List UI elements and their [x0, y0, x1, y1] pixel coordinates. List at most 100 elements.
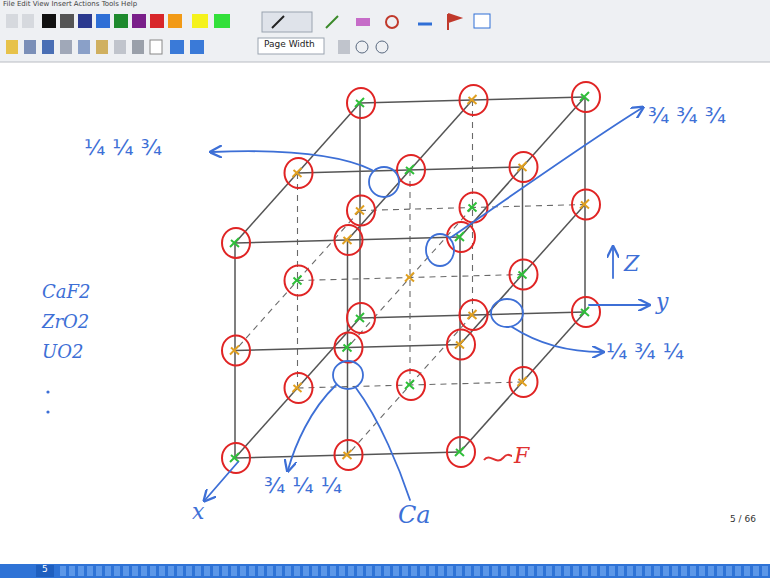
page-tick — [141, 566, 147, 576]
page-tick — [744, 566, 750, 576]
page-tick — [375, 566, 381, 576]
page-tick — [213, 566, 219, 576]
atom-label: Ca — [398, 502, 431, 528]
atom-circle — [510, 260, 538, 290]
ellipsis-dots — [46, 390, 49, 413]
page-tick — [591, 566, 597, 576]
atom-circle — [460, 193, 488, 223]
page-tick — [699, 566, 705, 576]
coordinate-label: ¼ ¾ ¼ — [606, 340, 684, 364]
atom-circle — [335, 440, 363, 470]
page-tick — [708, 566, 714, 576]
atom-circle — [285, 266, 313, 296]
page-tick — [357, 566, 363, 576]
page-tick — [753, 566, 759, 576]
lattice-line — [460, 205, 585, 345]
lattice-line — [348, 100, 473, 240]
page-tick — [420, 566, 426, 576]
toolbar — [0, 0, 770, 62]
page-tick — [276, 566, 282, 576]
atom-mark — [405, 273, 414, 282]
page-tick — [384, 566, 390, 576]
atom-circle — [460, 300, 488, 330]
page-tick — [447, 566, 453, 576]
page-tick — [456, 566, 462, 576]
atom-circle — [572, 82, 600, 112]
atom-mark — [518, 377, 527, 386]
atom-mark — [355, 206, 364, 215]
page-bar — [0, 564, 770, 578]
page-tick — [537, 566, 543, 576]
page-tick — [105, 566, 111, 576]
atom-label: F — [514, 444, 529, 468]
page-tick — [222, 566, 228, 576]
atom-mark — [518, 162, 527, 171]
atom-circle — [447, 437, 475, 467]
label-menu: File Edit View Insert Actions Tools Help — [3, 1, 137, 9]
page-tick — [96, 566, 102, 576]
page-tick — [294, 566, 300, 576]
page-tick — [132, 566, 138, 576]
page-tick — [501, 566, 507, 576]
page-tick — [438, 566, 444, 576]
page-tick — [519, 566, 525, 576]
page-tick — [474, 566, 480, 576]
page-tick — [726, 566, 732, 576]
atom-mark — [355, 313, 364, 322]
atom-mark — [468, 203, 477, 212]
atom-mark — [293, 383, 302, 392]
page-tick — [555, 566, 561, 576]
atom-circle — [347, 303, 375, 333]
atom-circle — [222, 336, 250, 366]
page-tick — [240, 566, 246, 576]
page-tick — [645, 566, 651, 576]
page-tick — [654, 566, 660, 576]
page-tick — [564, 566, 570, 576]
atom-circle — [222, 228, 250, 258]
page-tick — [402, 566, 408, 576]
page-number: 5 — [42, 565, 48, 575]
page-tick — [258, 566, 264, 576]
atom-circle — [285, 158, 313, 188]
page-tick — [582, 566, 588, 576]
atom-circle — [222, 443, 250, 473]
page-tick — [204, 566, 210, 576]
dropdown-text: Page Width — [264, 40, 315, 50]
lattice-line — [460, 97, 585, 237]
atom-mark — [230, 238, 239, 247]
page-tick — [114, 566, 120, 576]
page-tick — [177, 566, 183, 576]
page-tick — [78, 566, 84, 576]
page-tick — [717, 566, 723, 576]
page-tick — [303, 566, 309, 576]
atom-circle — [285, 373, 313, 403]
atom-mark — [343, 343, 352, 352]
atom-mark — [518, 270, 527, 279]
coordinate-label: ¼ ¼ ¾ — [84, 136, 162, 160]
page-tick — [609, 566, 615, 576]
formula-label: UO2 — [42, 342, 83, 362]
atom-circle — [510, 152, 538, 182]
page-tick — [186, 566, 192, 576]
atom-mark — [355, 98, 364, 107]
page-tick — [600, 566, 606, 576]
page-tick — [618, 566, 624, 576]
page-tick — [483, 566, 489, 576]
coordinate-label: ¾ ¼ ¼ — [264, 474, 342, 498]
page-tick — [339, 566, 345, 576]
atom-mark — [405, 380, 414, 389]
axis-label: Z — [624, 252, 639, 276]
page-tick — [546, 566, 552, 576]
page-tick — [411, 566, 417, 576]
page-tick — [663, 566, 669, 576]
page-tick — [429, 566, 435, 576]
atom-mark — [455, 340, 464, 349]
page-tick — [123, 566, 129, 576]
page-tick — [69, 566, 75, 576]
page-tick — [321, 566, 327, 576]
atom-mark — [293, 168, 302, 177]
page-tick — [762, 566, 768, 576]
page-tick — [168, 566, 174, 576]
page-tick — [627, 566, 633, 576]
